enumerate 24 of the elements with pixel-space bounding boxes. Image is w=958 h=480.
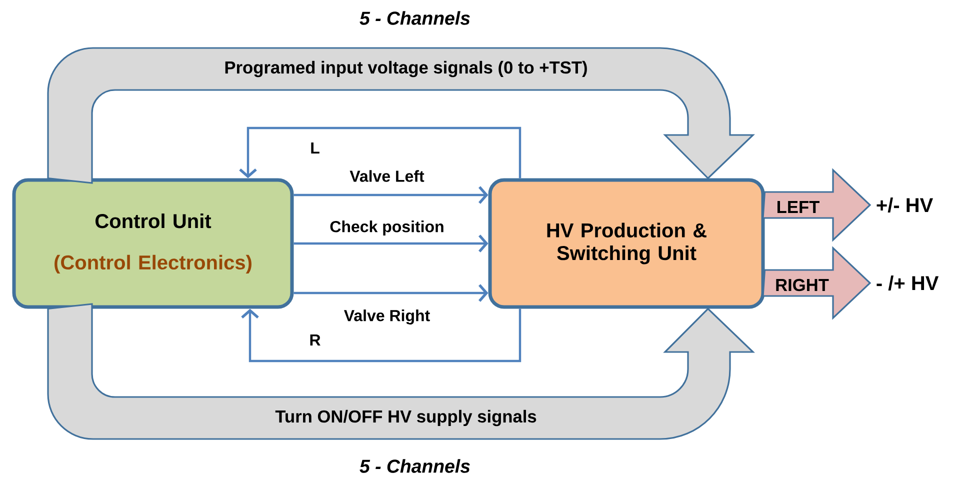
arrow — [241, 308, 522, 362]
edge-label: Valve Right — [342, 308, 432, 326]
output-label: - /+ HV — [876, 276, 939, 290]
edge-label: Programed input voltage signals (0 to +TST) — [225, 60, 587, 78]
arrow — [762, 246, 872, 320]
edge-label: RIGHT — [776, 278, 829, 292]
edge-label: LEFT — [778, 201, 820, 213]
edge-label: L — [308, 141, 322, 155]
arrow — [239, 126, 522, 178]
arrow — [294, 186, 488, 204]
channel-count: 5 - Channels — [360, 11, 470, 25]
edge-label: Valve Left — [348, 168, 426, 184]
arrow — [47, 47, 754, 184]
channel-count: 5 - Channels — [360, 459, 470, 473]
arrow — [762, 168, 872, 242]
edge-label: Check position — [328, 219, 446, 237]
process-box: HV Production & Switching Unit — [488, 178, 765, 309]
arrow — [47, 303, 754, 440]
edge-label: R — [308, 333, 322, 347]
process-box: Control Unit (Control Electronics) — [12, 178, 294, 309]
arrow — [294, 284, 488, 302]
output-label: +/- HV — [876, 198, 933, 212]
arrow — [294, 234, 488, 252]
edge-label: Turn ON/OFF HV supply signals — [275, 410, 536, 426]
